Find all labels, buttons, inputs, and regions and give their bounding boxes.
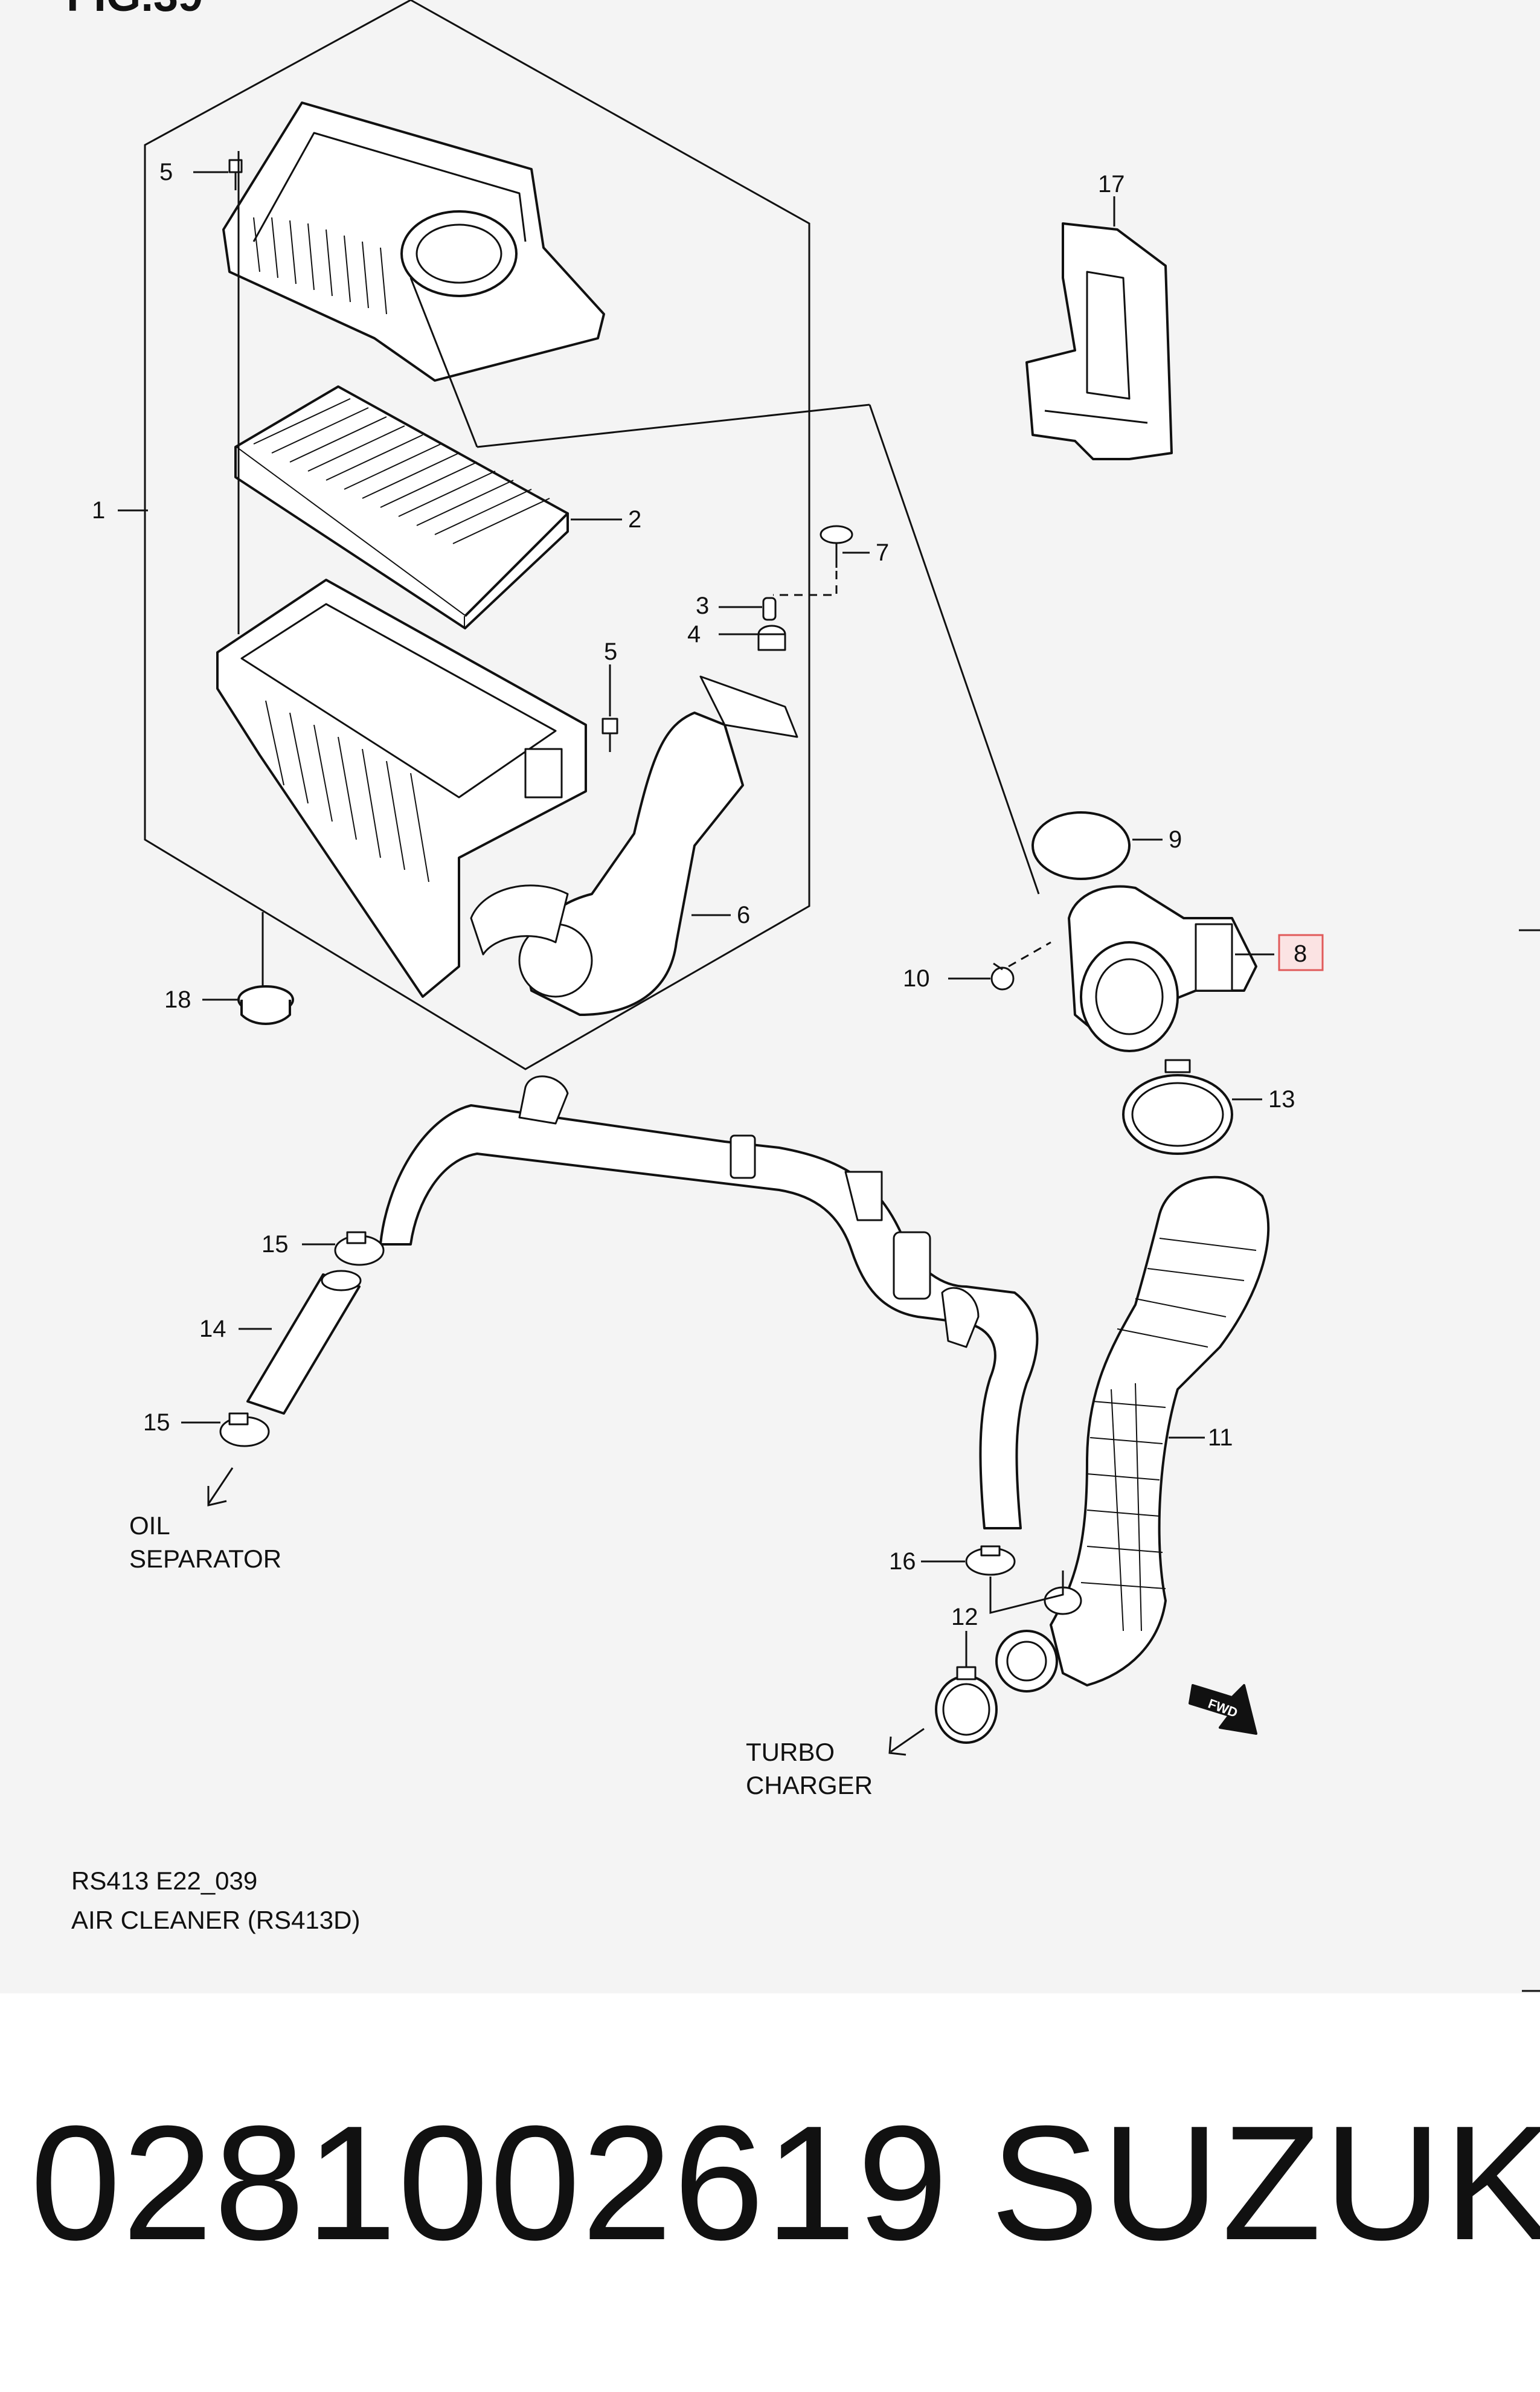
callout-5-upper: 5 — [159, 159, 173, 185]
pvc-clamp-bracket — [989, 1571, 1064, 1614]
turbo-charger-line-1: TURBO — [746, 1738, 835, 1766]
hose-clamp-upper — [334, 1231, 385, 1266]
callout-14: 14 — [199, 1316, 226, 1342]
callout-18: 18 — [164, 986, 191, 1013]
bushing — [762, 597, 777, 621]
fwd-arrow: FWD — [1189, 1684, 1257, 1735]
brand-name: SUZUKI — [990, 2092, 1540, 2274]
callout-10: 10 — [903, 965, 930, 992]
bolt-upper — [228, 159, 243, 190]
callout-17: 17 — [1098, 171, 1125, 198]
leader-lines — [118, 151, 1274, 1667]
callout-9: 9 — [1169, 826, 1182, 853]
figure-code: RS413 E22_039 — [71, 1866, 257, 1895]
assembly-frame — [144, 0, 810, 1070]
callout-3: 3 — [696, 593, 709, 619]
figure-title: FIG.39 — [66, 0, 203, 21]
turbo-clamp — [935, 1666, 998, 1744]
oil-separator-line-2: SEPARATOR — [129, 1545, 281, 1573]
part-number: 0281002619 — [30, 2092, 949, 2274]
turbo-charger-arrow — [888, 1728, 925, 1756]
intake-pipe — [470, 675, 798, 1016]
air-cleaner-case — [216, 579, 587, 998]
callout-11: 11 — [1208, 1424, 1233, 1451]
bolt-lower — [602, 718, 618, 752]
callout-12: 12 — [951, 1604, 978, 1630]
turbo-charger-line-2: CHARGER — [746, 1771, 873, 1799]
grommet — [237, 985, 294, 1025]
callout-2: 2 — [628, 506, 641, 533]
breather-pipe — [379, 1075, 1039, 1529]
breather-hose — [246, 1270, 362, 1415]
oil-separator-arrow — [207, 1467, 234, 1506]
parts-diagram: FIG.39 — [66, 0, 1540, 1992]
screw-dash — [773, 571, 838, 596]
bracket — [1025, 222, 1173, 460]
callout-7: 7 — [876, 539, 889, 566]
callout-1: 1 — [92, 497, 105, 524]
oil-separator-line-1: OIL — [129, 1511, 170, 1540]
screw — [820, 525, 853, 568]
mount-grommet — [757, 625, 786, 651]
callout-15-upper: 15 — [261, 1231, 289, 1258]
sensor-screw-dash — [1008, 941, 1051, 968]
callout-13: 13 — [1268, 1086, 1295, 1113]
intake-hose — [995, 1175, 1270, 1693]
callout-5-lower: 5 — [604, 638, 617, 665]
hose-clamp — [1122, 1059, 1233, 1155]
o-ring — [1031, 811, 1131, 880]
hose-clamp-lower — [219, 1412, 270, 1447]
air-cleaner-cover — [222, 101, 605, 382]
pvc-clamp — [965, 1545, 1016, 1576]
callout-8: 8 — [1294, 940, 1307, 967]
air-filter-element — [234, 385, 569, 629]
air-flow-sensor — [1068, 885, 1257, 1052]
callout-4: 4 — [687, 621, 701, 648]
callout-16: 16 — [889, 1548, 916, 1575]
figure-caption: AIR CLEANER (RS413D) — [71, 1906, 360, 1934]
sensor-screw — [990, 962, 1015, 991]
callout-8-highlight — [1278, 934, 1324, 971]
callout-6: 6 — [737, 902, 750, 928]
callout-15-lower: 15 — [143, 1409, 170, 1436]
